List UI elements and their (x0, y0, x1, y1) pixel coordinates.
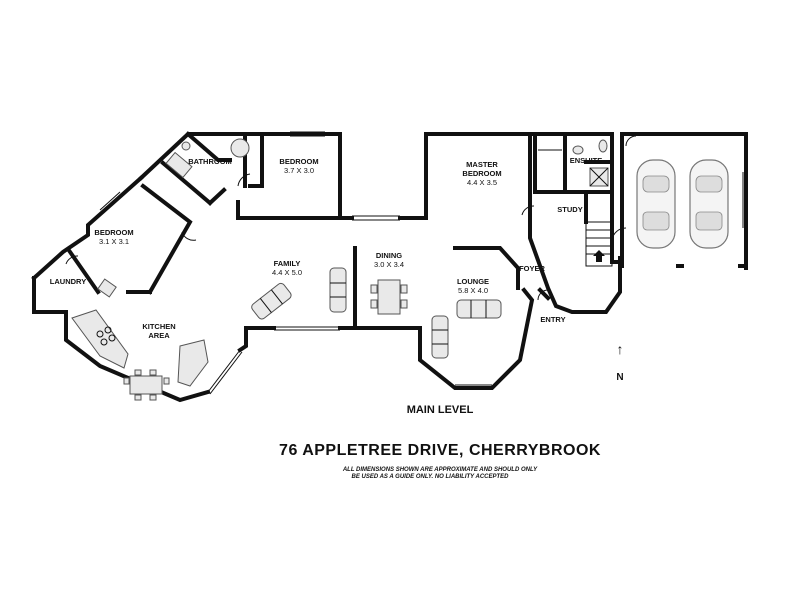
room-name-line2: AREA (148, 331, 170, 340)
lounge-couch (431, 315, 449, 359)
family-couch (329, 267, 347, 313)
walls-right (528, 132, 622, 267)
room-dimensions: 5.8 X 4.0 (457, 286, 489, 295)
room-name: FOYER (519, 264, 545, 273)
room-name: MASTER (466, 160, 498, 169)
dining-table (370, 279, 408, 315)
room-label-entry: ENTRY (540, 315, 565, 324)
car-right (689, 159, 729, 249)
ensuite-toilet (598, 139, 608, 153)
room-name: KITCHEN (142, 322, 176, 331)
room-label-laundry: LAUNDRY (50, 277, 86, 286)
disclaimer-line-1: ALL DIMENSIONS SHOWN ARE APPROXIMATE AND… (342, 467, 538, 473)
north-label: N (616, 372, 624, 383)
room-dimensions: 4.4 X 3.5 (466, 178, 498, 187)
room-label-foyer: FOYER (519, 264, 545, 273)
walls-center (338, 132, 622, 390)
bathroom-basin-icon (181, 141, 191, 151)
room-label-ensuite: ENSUITE (570, 156, 603, 165)
room-dimensions: 3.1 X 3.1 (98, 237, 130, 246)
staircase (585, 221, 613, 267)
property-address: 76 APPLETREE DRIVE, CHERRYBROOK (279, 442, 601, 459)
room-label-kitchen: KITCHEN AREA (142, 322, 175, 340)
room-name: BATHROOM (188, 157, 232, 166)
windows-left (59, 131, 325, 257)
room-dimensions: 3.7 X 3.0 (283, 166, 315, 175)
room-dimensions: 4.4 X 5.0 (271, 268, 303, 277)
room-label-lounge: LOUNGE 5.8 X 4.0 (457, 277, 489, 295)
car-left (636, 159, 676, 249)
room-label-bedroom-1: BEDROOM 3.7 X 3.0 (279, 157, 318, 175)
room-name: FAMILY (273, 259, 301, 268)
kitchen-bench (71, 309, 129, 369)
bath-icon (230, 138, 250, 158)
walls-left-wing (31, 131, 357, 403)
room-label-family: FAMILY 4.4 X 5.0 (272, 259, 302, 277)
north-indicator: ↑ N (614, 342, 628, 388)
room-name: ENSUITE (569, 156, 603, 165)
room-name-line2: BEDROOM (462, 169, 502, 178)
room-label-dining: DINING 3.0 X 3.4 (374, 251, 404, 269)
kitchen-table (129, 375, 163, 395)
room-name: BEDROOM (94, 228, 134, 237)
room-name: LOUNGE (456, 277, 490, 286)
room-name: DINING (375, 251, 403, 260)
room-dimensions: 3.0 X 3.4 (373, 260, 405, 269)
room-name: STUDY (557, 205, 583, 214)
disclaimer-line-2: BE USED AS A GUIDE ONLY. NO LIABILITY AC… (351, 474, 509, 480)
kitchen-island (177, 339, 209, 387)
furniture (71, 138, 502, 401)
room-name: ENTRY (540, 315, 566, 324)
family-sofa (251, 282, 292, 320)
room-label-master-bedroom: MASTER BEDROOM 4.4 X 3.5 (462, 160, 501, 187)
north-arrow-icon: ↑ (616, 341, 624, 357)
lounge-sofa (456, 299, 502, 319)
room-name: LAUNDRY (49, 277, 87, 286)
room-label-bathroom: BATHROOM (188, 157, 232, 166)
ensuite-basin (572, 145, 584, 155)
garage (620, 132, 748, 270)
level-title: MAIN LEVEL (406, 404, 474, 416)
room-label-bedroom-2: BEDROOM 3.1 X 3.1 (94, 228, 133, 246)
room-label-study: STUDY (557, 205, 582, 214)
room-name: BEDROOM (279, 157, 319, 166)
laundry-tub (97, 278, 117, 298)
